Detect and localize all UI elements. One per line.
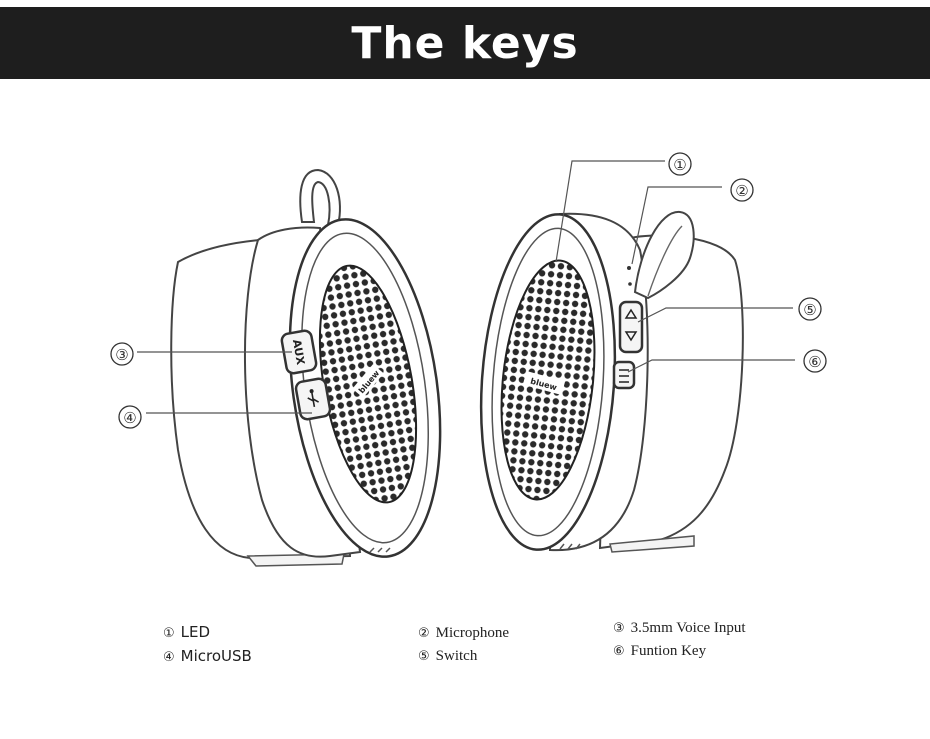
callout-number-2: ② <box>735 182 748 200</box>
callout-number-6: ⑥ <box>808 353 821 371</box>
function-key <box>612 360 636 390</box>
callout-number-5: ⑤ <box>803 301 816 319</box>
down-arrow-icon <box>624 331 638 342</box>
callout-circle-5 <box>798 297 822 321</box>
callout-lines <box>137 160 795 414</box>
callout-number-4: ④ <box>123 409 136 427</box>
function-key-icon <box>619 369 629 383</box>
callout-line-2 <box>631 186 722 265</box>
callout-circles <box>110 152 827 429</box>
speaker-right: bluew <box>479 210 744 553</box>
speaker-right-foot <box>609 535 695 553</box>
microphone-hole <box>628 282 632 286</box>
led-indicator <box>627 266 631 270</box>
callout-circle-4 <box>118 405 142 429</box>
aux-port-label: AUX <box>290 338 307 366</box>
volume-switch <box>618 300 644 354</box>
callout-line-6 <box>627 359 795 373</box>
callout-line-1 <box>555 160 665 263</box>
callout-circle-1 <box>668 152 692 176</box>
callout-number-1: ① <box>673 156 686 174</box>
strap-left <box>299 168 341 226</box>
callout-circle-6 <box>803 349 827 373</box>
callout-circle-3 <box>110 342 134 366</box>
header-bar: The keys <box>0 7 930 79</box>
usb-icon <box>307 389 320 408</box>
callout-circle-2 <box>730 178 754 202</box>
page-title: The keys <box>351 17 579 69</box>
callout-line-5 <box>637 307 793 323</box>
callout-number-3: ③ <box>115 346 128 364</box>
aux-port <box>280 329 318 375</box>
speaker-left: bluew AUX <box>170 168 442 567</box>
up-arrow-icon <box>624 308 638 319</box>
